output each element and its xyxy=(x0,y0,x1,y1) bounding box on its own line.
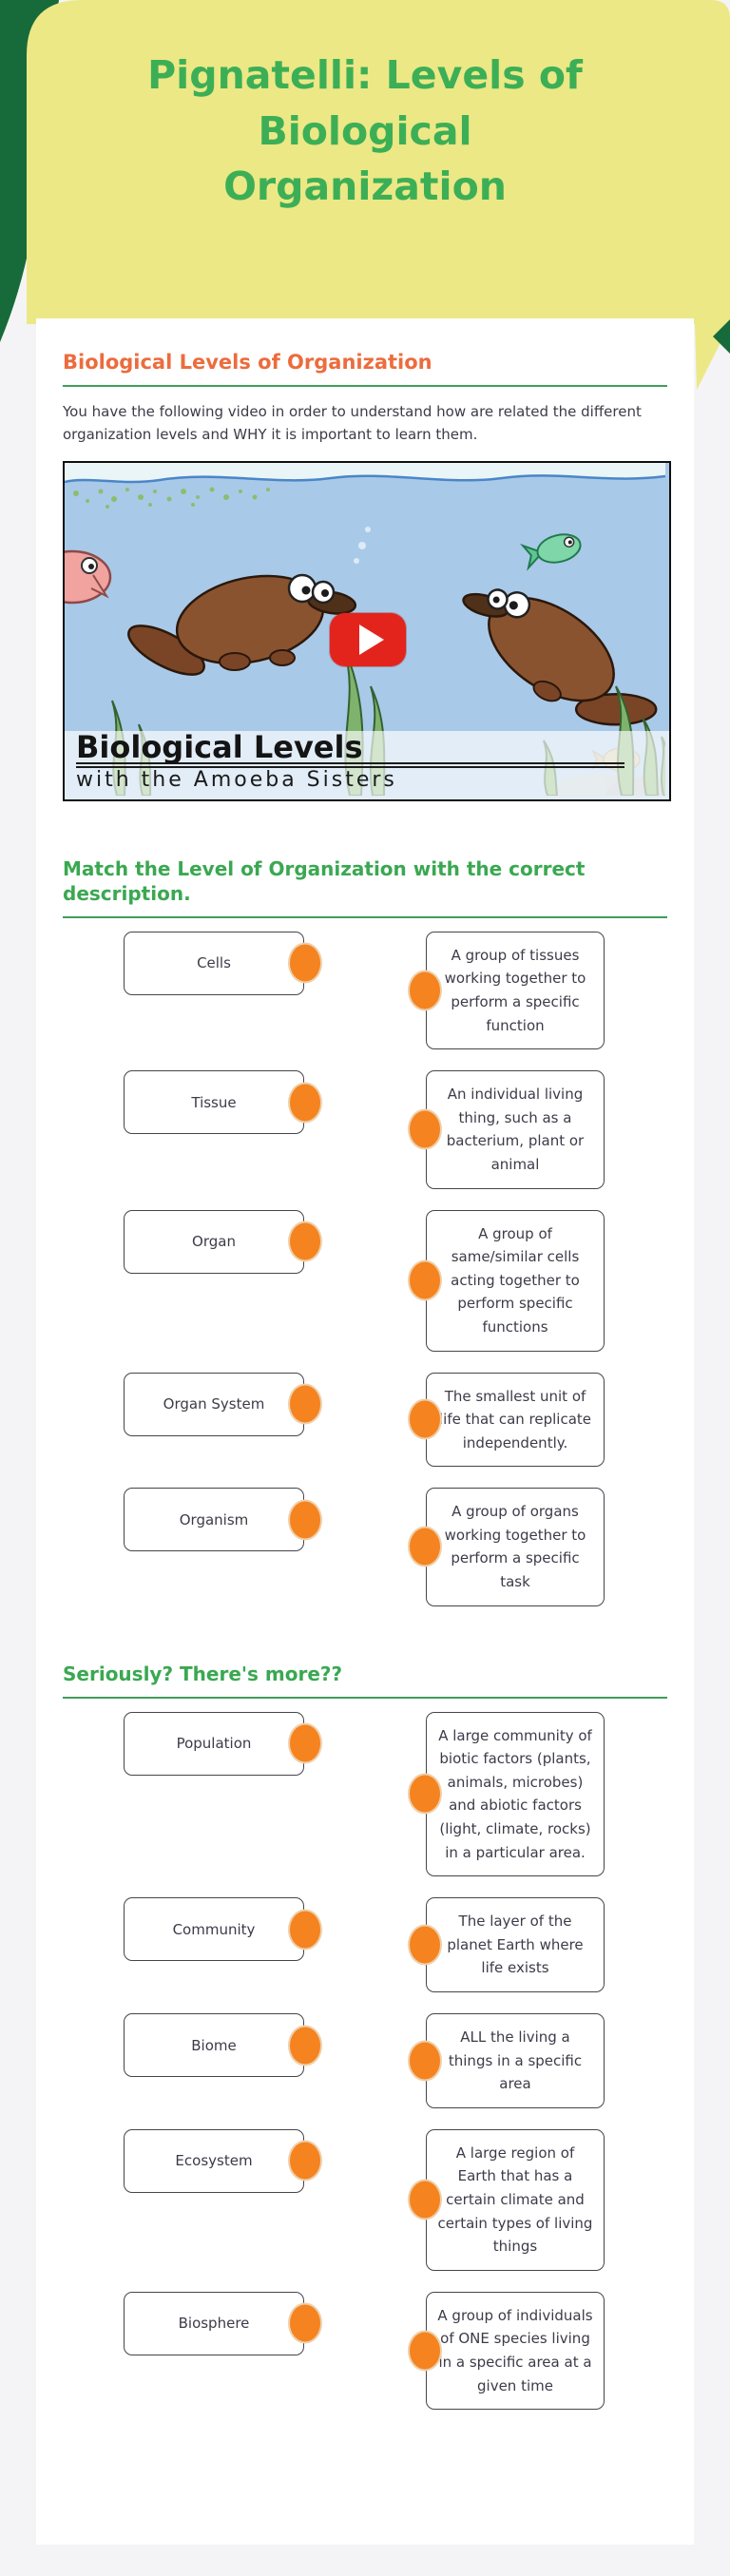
description-text: The smallest unit of life that can repli… xyxy=(438,1387,592,1451)
term-label: Population xyxy=(176,1735,252,1753)
description-text: ALL the living a things in a specific ar… xyxy=(448,2028,583,2093)
caption-underline xyxy=(76,761,625,768)
video-caption-title: Biological Levels xyxy=(76,728,363,765)
match-row: Organ A group of same/similar cells acti… xyxy=(124,1209,667,1352)
video-caption-band: Biological Levels with the Amoeba Sister… xyxy=(65,728,669,799)
match-row: Biosphere A group of individuals of ONE … xyxy=(124,2291,667,2411)
term-box-tissue: Tissue xyxy=(124,1070,322,1135)
description-text: A group of individuals of ONE species li… xyxy=(437,2306,593,2394)
match-dot-term[interactable] xyxy=(288,942,322,984)
term-box-population: Population xyxy=(124,1711,322,1776)
match-rows-1: Cells A group of tissues working togethe… xyxy=(63,931,667,1606)
match-dot-term[interactable] xyxy=(288,1722,322,1764)
term-box-organism: Organism xyxy=(124,1488,322,1552)
description-text: A group of same/similar cells acting tog… xyxy=(451,1224,580,1336)
pink-fish xyxy=(65,549,112,605)
match-row: Organism A group of organs working toget… xyxy=(124,1488,667,1606)
match-dot-term[interactable] xyxy=(288,1221,322,1262)
platypus-right xyxy=(462,588,658,726)
match-row: Population A large community of biotic f… xyxy=(124,1711,667,1877)
term-label: Tissue xyxy=(191,1093,237,1111)
term-label: Ecosystem xyxy=(175,2152,253,2170)
match-dot-term[interactable] xyxy=(288,1082,322,1124)
match-dot-term[interactable] xyxy=(288,1499,322,1541)
description-box: A group of individuals of ONE species li… xyxy=(408,2291,605,2411)
match-dot-term[interactable] xyxy=(288,2140,322,2182)
page-title: Pignatelli: Levels of Biological Organiz… xyxy=(147,52,583,210)
divider xyxy=(63,915,667,918)
match-dot-description[interactable] xyxy=(408,2330,442,2372)
description-text: A group of organs working together to pe… xyxy=(444,1503,586,1591)
description-text: A group of tissues working together to p… xyxy=(444,946,586,1034)
match-dot-description[interactable] xyxy=(408,2040,442,2082)
match-row: Biome ALL the living a things in a speci… xyxy=(124,2013,667,2108)
water-surface xyxy=(65,462,665,482)
match-row: Community The layer of the planet Earth … xyxy=(124,1897,667,1992)
description-box: The layer of the planet Earth where life… xyxy=(408,1897,605,1992)
term-label: Organism xyxy=(179,1510,249,1528)
term-box-biosphere: Biosphere xyxy=(124,2291,322,2355)
header-decoration xyxy=(0,0,730,390)
green-fish xyxy=(519,533,582,571)
match-dot-term[interactable] xyxy=(288,1909,322,1951)
video-caption-subtitle: with the Amoeba Sisters xyxy=(76,767,397,792)
description-box: A large region of Earth that has a certa… xyxy=(408,2128,605,2271)
description-box: A group of organs working together to pe… xyxy=(408,1488,605,1606)
match-dot-term[interactable] xyxy=(288,2302,322,2344)
description-text: An individual living thing, such as a ba… xyxy=(446,1086,585,1173)
section-heading-more: Seriously? There's more?? xyxy=(63,1662,343,1685)
intro-heading: Biological Levels of Organization xyxy=(63,351,432,374)
description-box: A group of tissues working together to p… xyxy=(408,931,605,1050)
yellow-header-shape xyxy=(27,0,730,390)
term-label: Organ xyxy=(192,1233,236,1251)
match-rows-2: Population A large community of biotic f… xyxy=(63,1711,667,2411)
match-row: Organ System The smallest unit of life t… xyxy=(124,1372,667,1468)
divider xyxy=(63,1696,667,1699)
term-box-organ-system: Organ System xyxy=(124,1372,322,1436)
term-label: Biosphere xyxy=(178,2315,250,2333)
match-dot-description[interactable] xyxy=(408,2179,442,2220)
divider xyxy=(63,385,667,388)
description-box: A large community of biotic factors (pla… xyxy=(408,1711,605,1877)
match-dot-description[interactable] xyxy=(408,1924,442,1966)
match-row: Tissue An individual living thing, such … xyxy=(124,1070,667,1189)
term-box-ecosystem: Ecosystem xyxy=(124,2128,322,2193)
match-dot-description[interactable] xyxy=(408,1108,442,1150)
term-box-organ: Organ xyxy=(124,1209,322,1274)
match-dot-description[interactable] xyxy=(408,1526,442,1567)
term-label: Cells xyxy=(197,954,231,972)
description-text: The layer of the planet Earth where life… xyxy=(447,1913,584,1977)
term-box-cells: Cells xyxy=(124,931,322,995)
platypus-left xyxy=(127,526,371,676)
video-thumbnail[interactable]: Biological Levels with the Amoeba Sister… xyxy=(63,460,671,801)
term-box-community: Community xyxy=(124,1897,322,1962)
description-box: The smallest unit of life that can repli… xyxy=(408,1372,605,1468)
intro-paragraph: You have the following video in order to… xyxy=(63,403,642,444)
match-dot-description[interactable] xyxy=(408,970,442,1011)
match-dot-term[interactable] xyxy=(288,1383,322,1425)
term-label: Community xyxy=(172,1920,256,1938)
description-box: ALL the living a things in a specific ar… xyxy=(408,2013,605,2108)
description-box: An individual living thing, such as a ba… xyxy=(408,1070,605,1189)
section-heading-match: Match the Level of Organization with the… xyxy=(63,856,586,905)
algae-speckles xyxy=(73,487,270,509)
term-label: Organ System xyxy=(163,1395,265,1413)
youtube-play-button[interactable] xyxy=(330,612,406,666)
description-text: A large region of Earth that has a certa… xyxy=(437,2143,593,2256)
term-label: Biome xyxy=(191,2036,237,2054)
description-box: A group of same/similar cells acting tog… xyxy=(408,1209,605,1352)
match-dot-description[interactable] xyxy=(408,1398,442,1440)
play-icon xyxy=(358,624,384,655)
match-row: Cells A group of tissues working togethe… xyxy=(124,931,667,1050)
match-dot-term[interactable] xyxy=(288,2025,322,2066)
term-box-biome: Biome xyxy=(124,2013,322,2077)
description-text: A large community of biotic factors (pla… xyxy=(438,1726,592,1861)
green-edge-wedge xyxy=(713,319,730,354)
match-dot-description[interactable] xyxy=(408,1259,442,1301)
worksheet-card: Biological Levels of Organization You ha… xyxy=(36,318,694,2545)
match-row: Ecosystem A large region of Earth that h… xyxy=(124,2128,667,2271)
match-dot-description[interactable] xyxy=(408,1773,442,1815)
